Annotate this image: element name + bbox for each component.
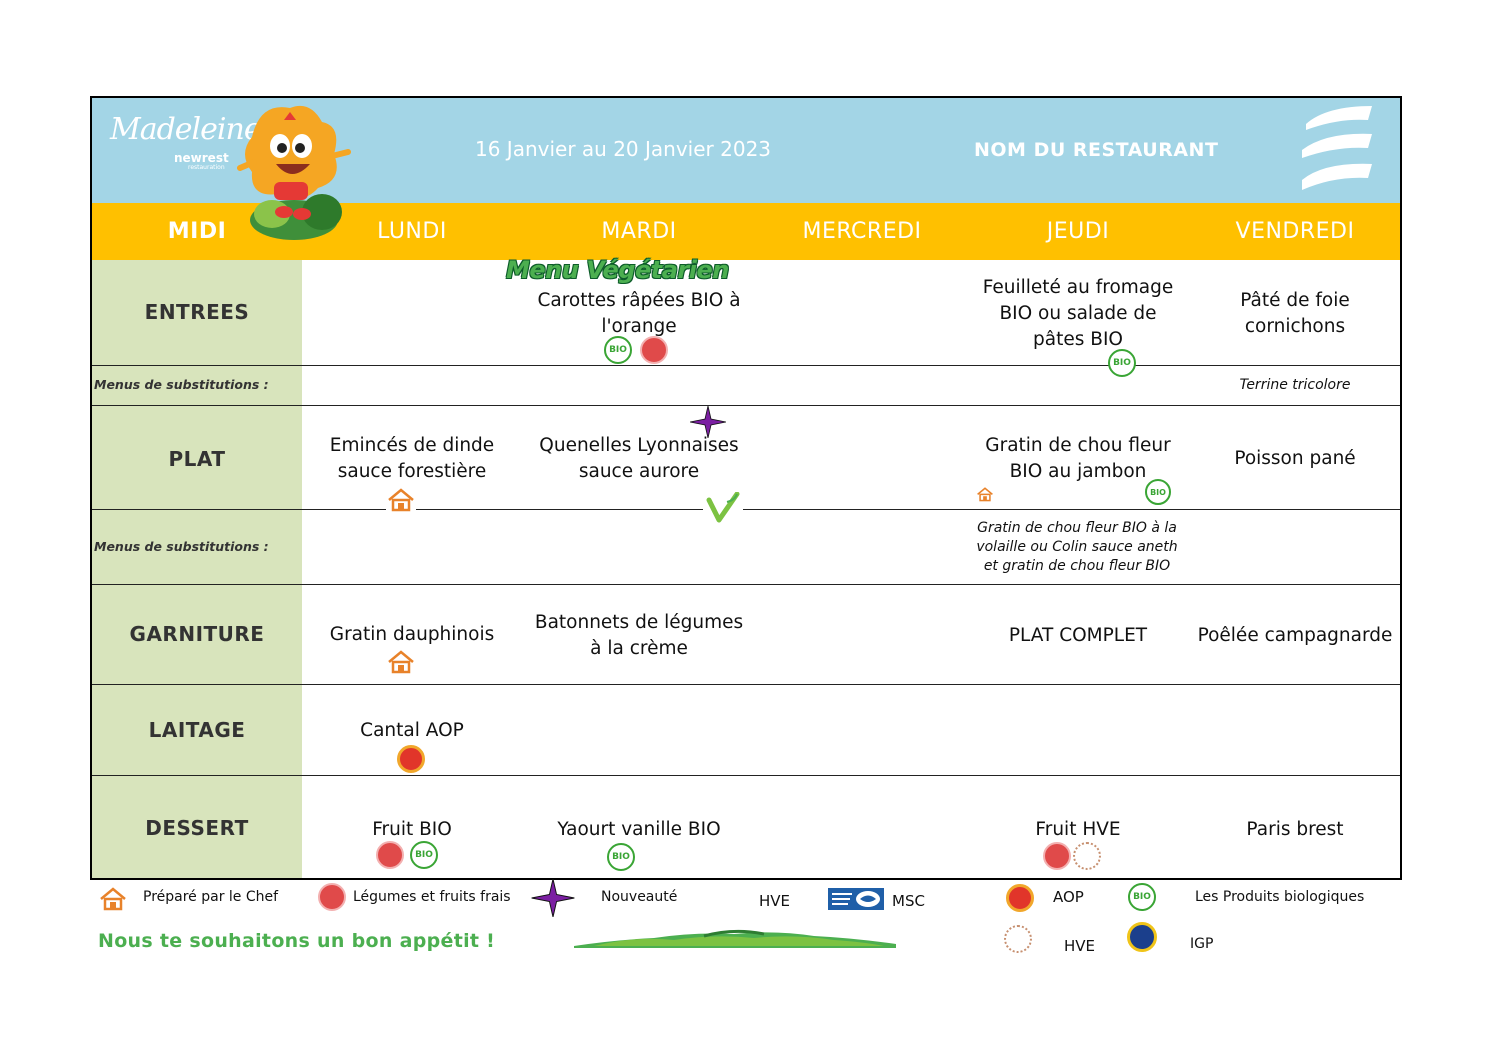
laitage-lundi: Cantal AOP (360, 720, 464, 741)
aop-icon (397, 745, 425, 773)
legend-aop: AOP (1053, 888, 1084, 906)
dessert-mardi: Yaourt vanille BIO (557, 819, 721, 840)
week-dates: 16 Janvier au 20 Janvier 2023 (475, 137, 772, 161)
bio-icon: BIO (1108, 349, 1136, 377)
midi-label: MIDI (167, 219, 227, 244)
row-divider (92, 775, 1400, 776)
hve-icon (1004, 925, 1032, 953)
row-divider (92, 365, 1400, 366)
bio-icon: BIO (1128, 883, 1156, 911)
category-garniture: GARNITURE (129, 622, 265, 646)
fresh-produce-icon (318, 883, 346, 911)
grass-decoration (574, 929, 896, 948)
fresh-produce-icon (1043, 842, 1071, 870)
substitution-label: Menus de substitutions : (94, 539, 269, 554)
bio-icon: BIO (1145, 479, 1171, 505)
legend-msc: MSC (892, 892, 925, 910)
newrest-emblem (1302, 106, 1372, 190)
chef-house-icon (388, 650, 414, 674)
bio-icon: BIO (604, 336, 632, 364)
new-star-icon (531, 879, 575, 917)
mascot-illustration (237, 105, 351, 240)
dessert-vendredi: Paris brest (1246, 819, 1344, 840)
day-lundi: LUNDI (377, 219, 447, 244)
fresh-produce-icon (376, 841, 404, 869)
chef-house-icon (386, 488, 416, 514)
garniture-lundi: Gratin dauphinois (329, 624, 495, 645)
new-star-icon (690, 406, 726, 438)
menu-frame (90, 96, 1402, 880)
category-plat: PLAT (168, 447, 226, 471)
category-column (92, 260, 302, 880)
garniture-vendredi: Poêlée campagnarde (1197, 625, 1393, 646)
chef-house-icon (100, 887, 126, 911)
legend-fresh: Légumes et fruits frais (353, 889, 511, 905)
row-divider (92, 509, 1400, 510)
legend-hve2: HVE (1064, 937, 1096, 955)
msc-logo-icon (828, 888, 884, 910)
bio-icon: BIO (607, 843, 635, 871)
legend-igp: IGP (1190, 936, 1214, 952)
bio-icon: BIO (410, 841, 438, 869)
legend-new: Nouveauté (601, 889, 678, 905)
legend-bio: Les Produits biologiques (1195, 889, 1365, 905)
category-laitage: LAITAGE (148, 718, 246, 742)
day-vendredi: VENDREDI (1235, 219, 1355, 244)
dessert-lundi: Fruit BIO (372, 819, 452, 840)
day-mardi: MARDI (601, 219, 677, 244)
plat-vendredi: Poisson pané (1234, 448, 1356, 469)
brand-sub2: restauration (188, 164, 225, 171)
category-entrees: ENTREES (144, 300, 250, 324)
dessert-jeudi: Fruit HVE (1035, 819, 1121, 840)
category-dessert: DESSERT (145, 816, 249, 840)
day-mercredi: MERCREDI (802, 219, 922, 244)
hve-icon (1073, 842, 1101, 870)
brand-sub: newrest (174, 151, 229, 165)
legend-hve: HVE (759, 892, 791, 910)
igp-icon (1127, 922, 1157, 952)
fresh-produce-icon (640, 336, 668, 364)
subst-entree-vendredi: Terrine tricolore (1239, 377, 1351, 393)
chef-house-icon (977, 487, 993, 502)
row-divider (92, 405, 1400, 406)
vegetarian-banner: Menu Végétarien (506, 256, 729, 284)
row-divider (92, 584, 1400, 585)
legend-chef: Préparé par le Chef (143, 889, 279, 905)
aop-icon (1006, 884, 1034, 912)
footer-message: Nous te souhaitons un bon appétit ! (98, 930, 496, 952)
substitution-label: Menus de substitutions : (94, 377, 269, 392)
day-jeudi: JEUDI (1046, 219, 1110, 244)
garniture-jeudi: PLAT COMPLET (1008, 625, 1148, 646)
row-divider (92, 684, 1400, 685)
brand-logo: Madeleine (110, 112, 262, 147)
vegetarian-v-icon (703, 492, 743, 524)
restaurant-name: NOM DU RESTAURANT (974, 139, 1219, 161)
